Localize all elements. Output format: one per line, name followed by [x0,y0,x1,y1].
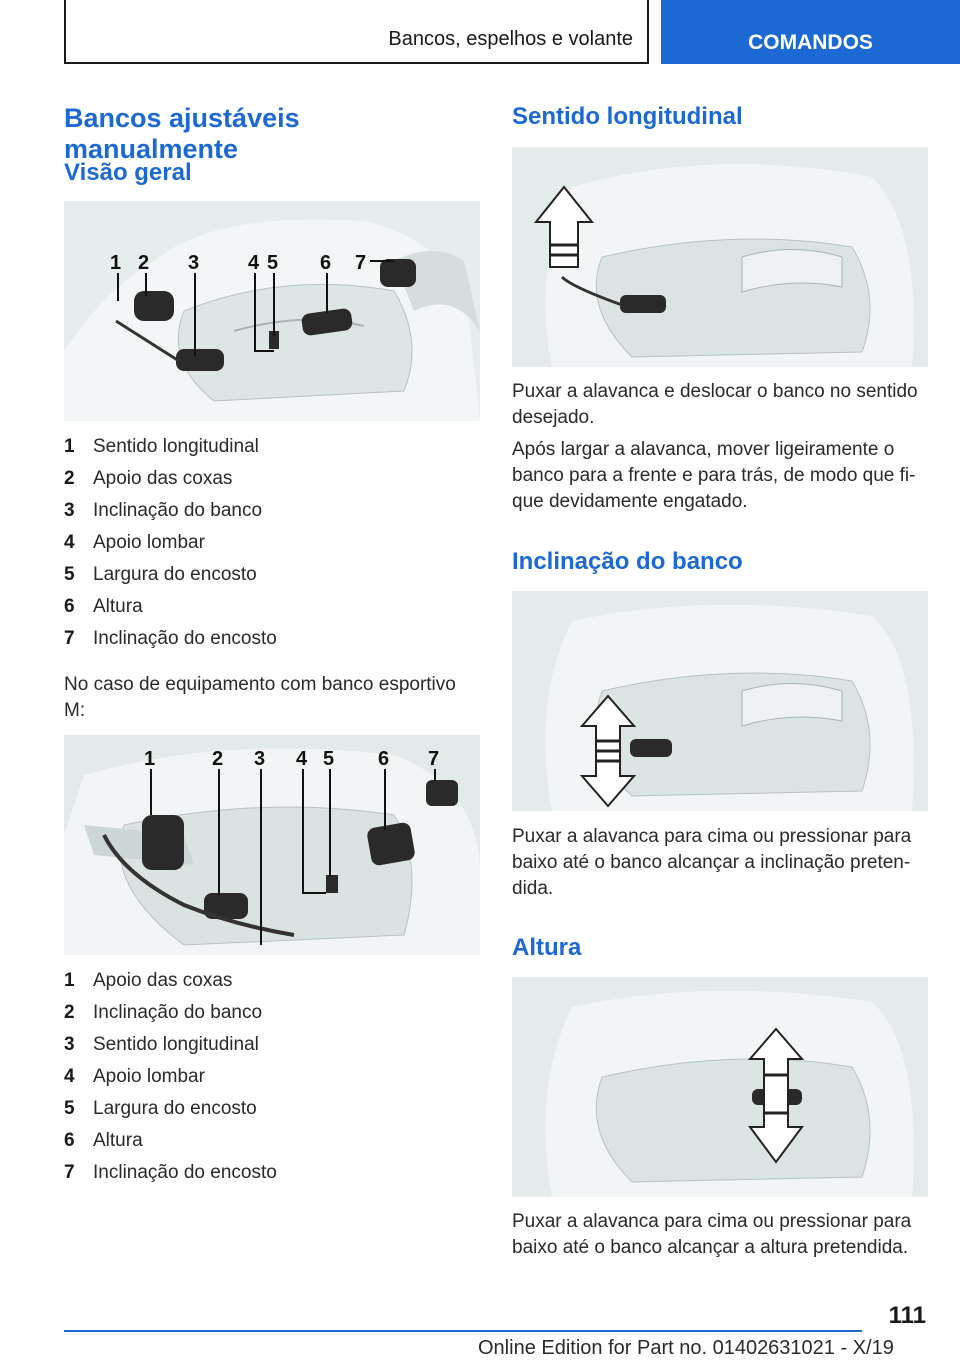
page-number: 111 [888,1302,926,1329]
callout-3: 3 [254,748,265,770]
up-down-arrow-icon [579,694,637,808]
longitudinal-text-1: Puxar a alavanca e deslocar o banco no s… [512,381,918,428]
callout-2: 2 [138,252,149,274]
callout-5: 5 [267,252,278,274]
section-title: Bancos, espelhos e volante [388,28,633,50]
sport-seat-image: 1 2 3 4 5 6 7 [64,735,480,955]
sport-seat-note: No caso de equipamento com banco esporti… [64,674,456,721]
callout-6: 6 [378,748,389,770]
subtitle-overview: Visão geral [64,159,192,186]
forward-arrow-icon [533,185,595,268]
callout-3: 3 [188,252,199,274]
figure1-leader-lines [117,260,394,356]
heading-longitudinal: Sentido longitudinal [512,103,743,130]
heading-height: Altura [512,934,582,961]
edition-footer: Online Edition for Part no. 01402631021 … [478,1337,894,1359]
callout-4: 4 [248,252,260,274]
page-title: Bancos ajustáveis manualmente [64,103,300,164]
up-down-arrow-icon [747,1027,805,1164]
header-frame: Bancos, espelhos e volante [64,0,649,64]
callout-6: 6 [320,252,331,274]
sport-seat-illustration: 1 2 3 4 5 6 7 [64,735,480,955]
callout-7: 7 [428,748,439,770]
longitudinal-illustration [512,147,928,367]
height-text: Puxar a alavanca para cima ou pressionar… [512,1211,912,1258]
callout-1: 1 [144,748,155,770]
chapter-tab-label: COMANDOS [748,31,873,54]
callout-2: 2 [212,748,223,770]
seat-overview-image: 1 2 3 4 5 6 7 [64,201,480,421]
longitudinal-image [512,147,928,367]
tilt-illustration [512,591,928,811]
figure2-leader-lines [150,769,436,945]
footer-divider [64,1330,862,1332]
tilt-image [512,591,928,811]
callout-1: 1 [110,252,121,274]
callout-4: 4 [296,748,308,770]
chapter-tab[interactable]: COMANDOS [661,0,960,64]
heading-tilt: Inclinação do banco [512,548,743,575]
longitudinal-text-2: Após largar a alavanca, mover ligeiramen… [512,439,916,512]
figure1-callouts: 1 2 3 4 5 6 7 [110,252,366,274]
callout-5: 5 [323,748,334,770]
height-illustration [512,977,928,1197]
height-image [512,977,928,1197]
tilt-text: Puxar a alavanca para cima ou pressionar… [512,826,912,899]
figure2-callouts: 1 2 3 4 5 6 7 [144,748,439,770]
callout-7: 7 [355,252,366,274]
seat-illustration: 1 2 3 4 5 6 7 [64,201,480,421]
